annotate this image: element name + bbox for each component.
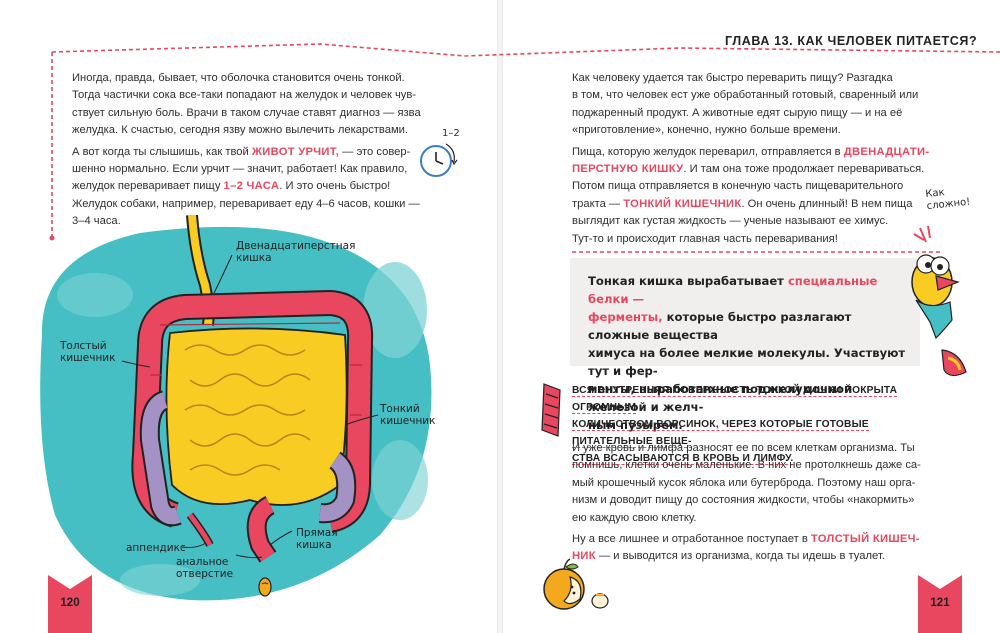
text-line: шенно нормально. Если урчит — значит, ра… <box>72 163 408 176</box>
text-segment: желудок переваривает пищу <box>72 180 224 193</box>
fact-line: СТВА ВСАСЫВАЮТСЯ В КРОВЬ И ЛИМФУ. <box>572 453 794 465</box>
right-text-block-2: И уже кровь и лимфа разносят ее по всем … <box>572 440 942 566</box>
highlight-duodenum-2: ПЕРСТНУЮ КИШКУ <box>572 163 684 176</box>
text-line: Тогда частички сока все-таки попадают на… <box>72 89 417 102</box>
text-segment: — это совер- <box>339 145 411 158</box>
text-line: тракта — ТОНКИЙ КИШЕЧНИК. Он очень длинн… <box>572 196 942 213</box>
text-line: Иногда, правда, бывает, что оболочка ста… <box>72 72 405 84</box>
highlight-enzymes: ферменты, <box>588 310 663 324</box>
page-number-right-text: 121 <box>930 597 950 609</box>
text-line: в том, что человек ест уже обработанный … <box>572 89 919 102</box>
text-line: менты, выработанные поджелудочной железо… <box>588 382 853 414</box>
poop-icon <box>258 577 272 597</box>
text-segment: . Он очень длинный! В нем пища <box>741 197 913 210</box>
text-line: ным пузырем. <box>588 418 683 432</box>
clock-label: 1–2 <box>442 128 460 139</box>
text-line: Пища, которую желудок переварил, отправл… <box>572 144 942 161</box>
text-line: Желудок собаки, например, переваривает е… <box>72 197 420 210</box>
text-line: желудка. К счастью, сегодня язву можно в… <box>72 124 408 137</box>
left-text-block: Иногда, правда, бывает, что оболочка ста… <box>72 70 442 231</box>
text-line: ферменты, которые быстро разлагают сложн… <box>588 308 913 344</box>
page-number-left: 120 <box>48 575 92 633</box>
page-number-right: 121 <box>918 575 962 633</box>
text-segment: Ну а все лишнее и отработанное поступает… <box>572 533 811 546</box>
highlight-large-intestine: ТОЛСТЫЙ КИШЕЧ- <box>810 533 920 546</box>
text-line: Как человеку удается так быстро перевари… <box>572 72 893 84</box>
text-line: ствует сильную боль. Врачи в таком случа… <box>72 106 421 119</box>
text-segment: тракта — <box>572 197 624 210</box>
text-line: КОЛИЧЕСТВОМ ВОРСИНОК, ЧЕРЕЗ КОТОРЫЕ ГОТО… <box>572 416 927 450</box>
text-line: А вот когда ты слышишь, как твой ЖИВОТ У… <box>72 144 442 161</box>
text-segment: Тонкая кишка вырабатывает <box>588 274 788 288</box>
text-line: НИК — и выводится из организма, когда ты… <box>572 548 942 565</box>
right-text-block: Как человеку удается так быстро перевари… <box>572 70 942 248</box>
book-spine <box>497 0 503 633</box>
highlight-duodenum: ДВЕНАДЦАТИ- <box>843 145 930 158</box>
label-small-intestine: Тонкий кишечник <box>380 403 436 427</box>
intestine-illustration <box>40 215 432 601</box>
text-line: химуса на более мелкие молекулы. Участву… <box>588 346 906 378</box>
callout-text: Тонкая кишка вырабатывает специальные бе… <box>588 272 913 434</box>
highlight-proteins: специальные белки — <box>588 274 878 306</box>
text-line: СТВА ВСАСЫВАЮТСЯ В КРОВЬ И ЛИМФУ. <box>572 450 927 467</box>
text-line: мый крошечный кусок яблока или бутерброд… <box>572 476 916 489</box>
text-line: поджаренный продукт. А животные едят сыр… <box>572 106 903 119</box>
apple-illustration <box>543 558 609 610</box>
text-line: 3–4 часа. <box>72 215 121 228</box>
fact-line: КОЛИЧЕСТВОМ ВОРСИНОК, ЧЕРЕЗ КОТОРЫЕ ГОТО… <box>572 419 869 448</box>
facts-block: ВСЯ ВНУТРЕННЯЯ ПОВЕРХНОСТЬ ТОНКОЙ КИШКИ … <box>572 382 927 467</box>
callout-box: Тонкая кишка вырабатывает специальные бе… <box>570 258 920 432</box>
text-line: желудок переваривает пищу 1–2 ЧАСА. И эт… <box>72 178 442 195</box>
text-line: ею каждую свою клетку. <box>572 511 697 524</box>
text-segment: которые быстро разлагают сложные веществ… <box>588 310 852 342</box>
text-line: И уже кровь и лимфа разносят ее по всем … <box>572 442 915 454</box>
highlight-rumbles: ЖИВОТ УРЧИТ, <box>251 145 340 158</box>
text-line: Тут-то и происходит главная часть перева… <box>572 232 838 245</box>
text-line: помнишь, клетки очень маленькие. В них н… <box>572 459 921 472</box>
text-segment: . И это очень быстро! <box>279 180 391 193</box>
fact-line: ВСЯ ВНУТРЕННЯЯ ПОВЕРХНОСТЬ ТОНКОЙ КИШКИ … <box>572 385 898 414</box>
highlight-hours: 1–2 ЧАСА <box>223 180 280 193</box>
text-line: ПЕРСТНУЮ КИШКУ. И там она тоже продолжае… <box>572 161 942 178</box>
label-rectum: Прямая кишка <box>296 527 338 551</box>
page-number-left-text: 120 <box>60 597 80 609</box>
text-line: низм и доводит пищу до состояния жидкост… <box>572 494 915 507</box>
text-line: Ну а все лишнее и отработанное поступает… <box>572 531 942 548</box>
label-colon: Толстый кишечник <box>60 340 116 364</box>
text-segment: А вот когда ты слышишь, как твой <box>72 145 252 158</box>
label-duodenum: Двенадцатиперстная кишка <box>236 240 356 264</box>
text-line: выглядит как густая жидкость — ученые на… <box>572 215 889 228</box>
text-segment: Пища, которую желудок переварил, отправл… <box>572 145 844 158</box>
highlight-large-intestine-2: НИК <box>572 550 596 563</box>
bird-mascot <box>911 225 967 377</box>
text-segment: — и выводится из организма, когда ты иде… <box>595 550 885 563</box>
clock-icon: 1–2 <box>416 128 464 180</box>
label-appendix: аппендикс <box>126 542 186 554</box>
highlight-small-intestine: ТОНКИЙ КИШЕЧНИК <box>623 197 742 210</box>
fact-marker-icon <box>541 383 561 437</box>
text-segment: . И там она тоже продолжает переваривать… <box>683 163 925 176</box>
text-line: Тонкая кишка вырабатывает специальные бе… <box>588 272 913 308</box>
text-line: «приготовление», конечно, нужно больше в… <box>572 124 841 137</box>
label-anus: анальное отверстие <box>176 556 234 580</box>
chapter-title: ГЛАВА 13. КАК ЧЕЛОВЕК ПИТАЕТСЯ? <box>725 34 978 48</box>
text-line: Потом пища отправляется в конечную часть… <box>572 180 904 193</box>
text-line: ВСЯ ВНУТРЕННЯЯ ПОВЕРХНОСТЬ ТОНКОЙ КИШКИ … <box>572 382 927 416</box>
